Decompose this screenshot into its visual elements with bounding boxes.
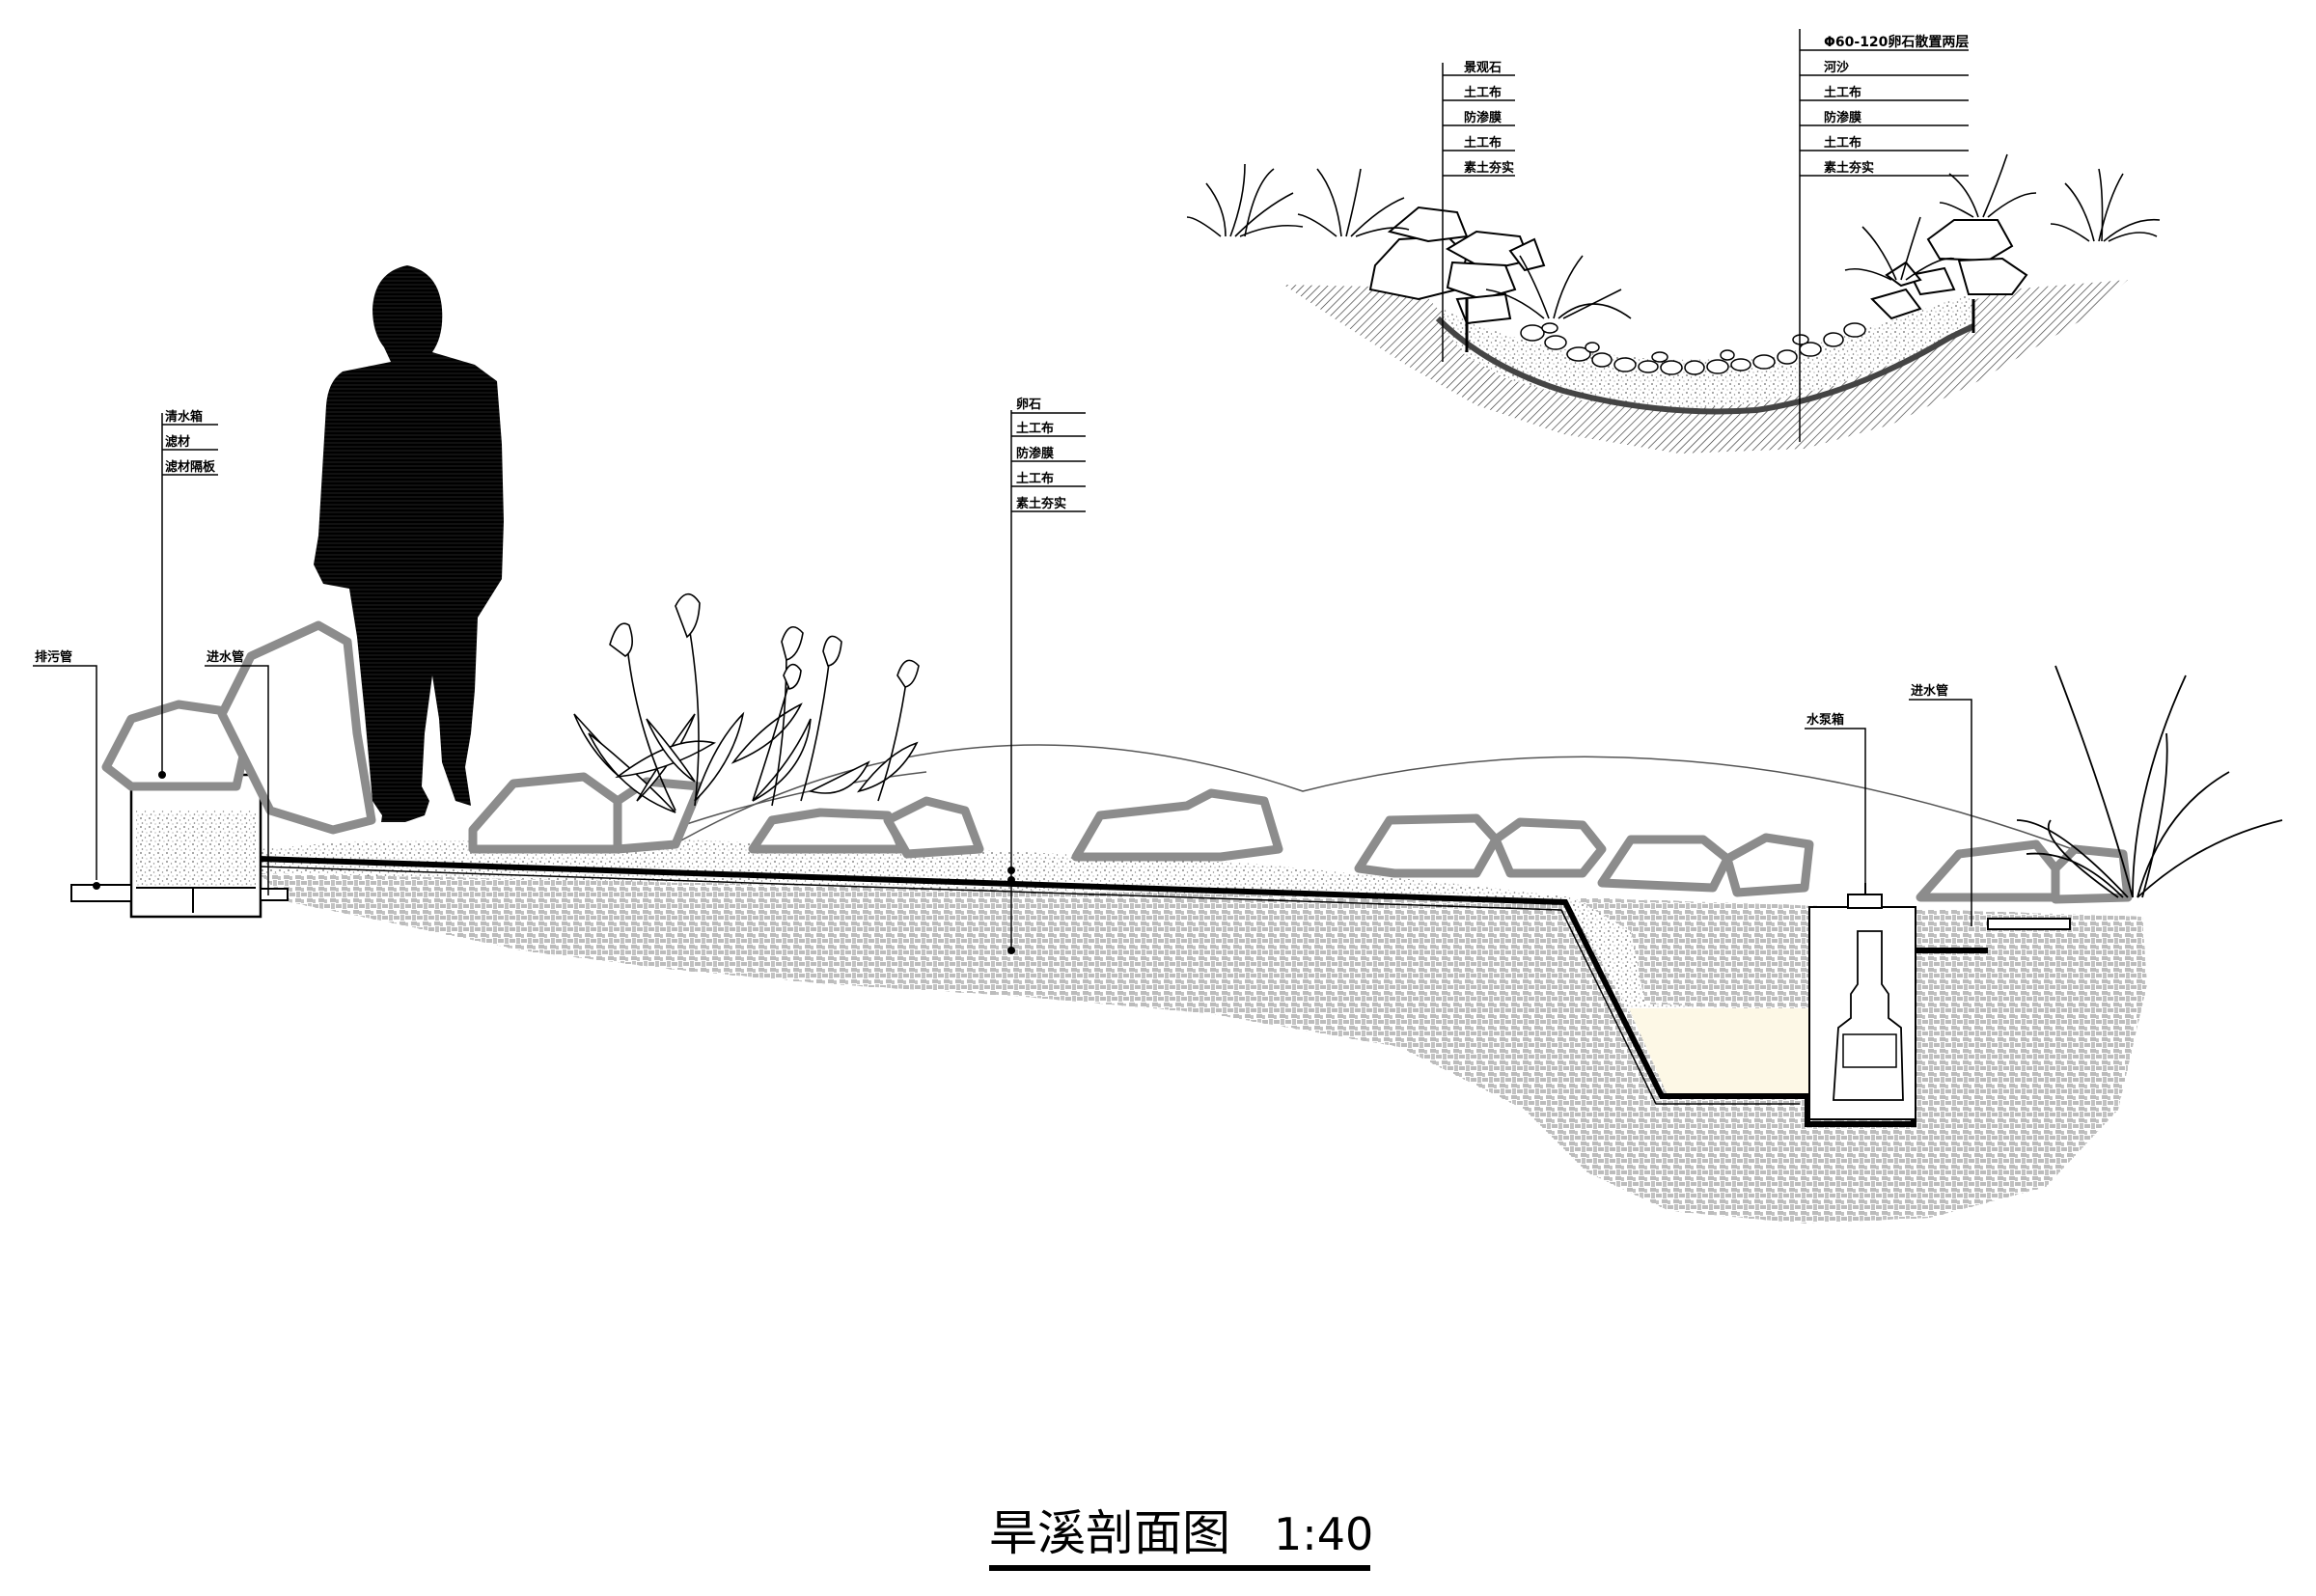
label-clear-water-tank: 清水箱 — [165, 409, 203, 425]
detail-right-callout: Φ60-120卵石散置两层 河沙 土工布 防渗膜 土工布 素土夯实 — [1799, 29, 1969, 442]
background-arc — [665, 744, 2124, 869]
stream-layer-callout: 卵石 土工布 防渗膜 土工布 素土夯实 — [1007, 397, 1086, 954]
detail-grass — [1186, 153, 2161, 319]
detail-label-geotextile-2: 土工布 — [1464, 135, 1502, 151]
label-membrane: 防渗膜 — [1016, 446, 1054, 461]
detail-label-geotextile-1: 土工布 — [1464, 85, 1502, 100]
detail-label-landscape-stone: 景观石 — [1464, 61, 1502, 75]
drawing-title-block: 旱溪剖面图 1:40 — [989, 1505, 1373, 1571]
detail-label-pebble-layers: Φ60-120卵石散置两层 — [1824, 34, 1969, 50]
drawing-title: 旱溪剖面图 — [989, 1505, 1230, 1561]
detail-section: 景观石 土工布 防渗膜 土工布 素土夯实 Φ60-120卵石散置两层 河沙 土工… — [1186, 29, 2161, 454]
pump-box-callout: 水泵箱 — [1805, 712, 1866, 893]
inlet-pipe-right-callout: 进水管 — [1909, 683, 1972, 926]
detail-sand — [1443, 294, 1973, 410]
detail-label-compacted-soil: 素土夯实 — [1464, 160, 1514, 176]
compacted-soil — [259, 873, 2147, 1224]
tank-callout: 清水箱 滤材 滤材隔板 — [158, 409, 218, 779]
label-filter-media: 滤材 — [165, 434, 190, 450]
detail-label-compacted-soil-2: 素土夯实 — [1824, 160, 1874, 176]
detail-label-membrane: 防渗膜 — [1464, 110, 1502, 125]
label-drain-pipe: 排污管 — [35, 649, 72, 665]
label-inlet-pipe-right: 进水管 — [1911, 683, 1948, 699]
person-silhouette — [314, 265, 504, 822]
label-geotextile-2: 土工布 — [1016, 471, 1054, 486]
ornamental-grass — [2016, 665, 2283, 898]
water-pool — [1629, 1008, 1809, 1095]
label-compacted-soil: 素土夯实 — [1016, 496, 1066, 511]
calla-lily-plants — [573, 592, 920, 813]
inlet-pipe-left-callout: 进水管 — [205, 649, 269, 895]
clear-water-tank — [70, 773, 289, 919]
label-pebbles: 卵石 — [1016, 397, 1041, 412]
label-pump-box: 水泵箱 — [1806, 712, 1844, 728]
detail-left-callout: 景观石 土工布 防渗膜 土工布 素土夯实 — [1442, 61, 1515, 362]
detail-label-membrane-2: 防渗膜 — [1824, 110, 1861, 125]
main-section: 清水箱 滤材 滤材隔板 排污管 进水管 卵石 土工布 防渗膜 土工布 — [33, 265, 2283, 1224]
drain-pipe-callout: 排污管 — [33, 649, 97, 880]
detail-label-geotextile-3: 土工布 — [1824, 85, 1861, 100]
drawing-scale: 1:40 — [1274, 1508, 1373, 1560]
detail-label-river-sand: 河沙 — [1824, 60, 1849, 75]
label-inlet-pipe-left: 进水管 — [207, 649, 244, 665]
pump-box — [1808, 883, 2071, 1120]
landscape-rocks — [101, 620, 2133, 904]
label-geotextile-1: 土工布 — [1016, 421, 1054, 436]
detail-label-geotextile-4: 土工布 — [1824, 135, 1861, 151]
label-filter-partition: 滤材隔板 — [165, 459, 216, 475]
